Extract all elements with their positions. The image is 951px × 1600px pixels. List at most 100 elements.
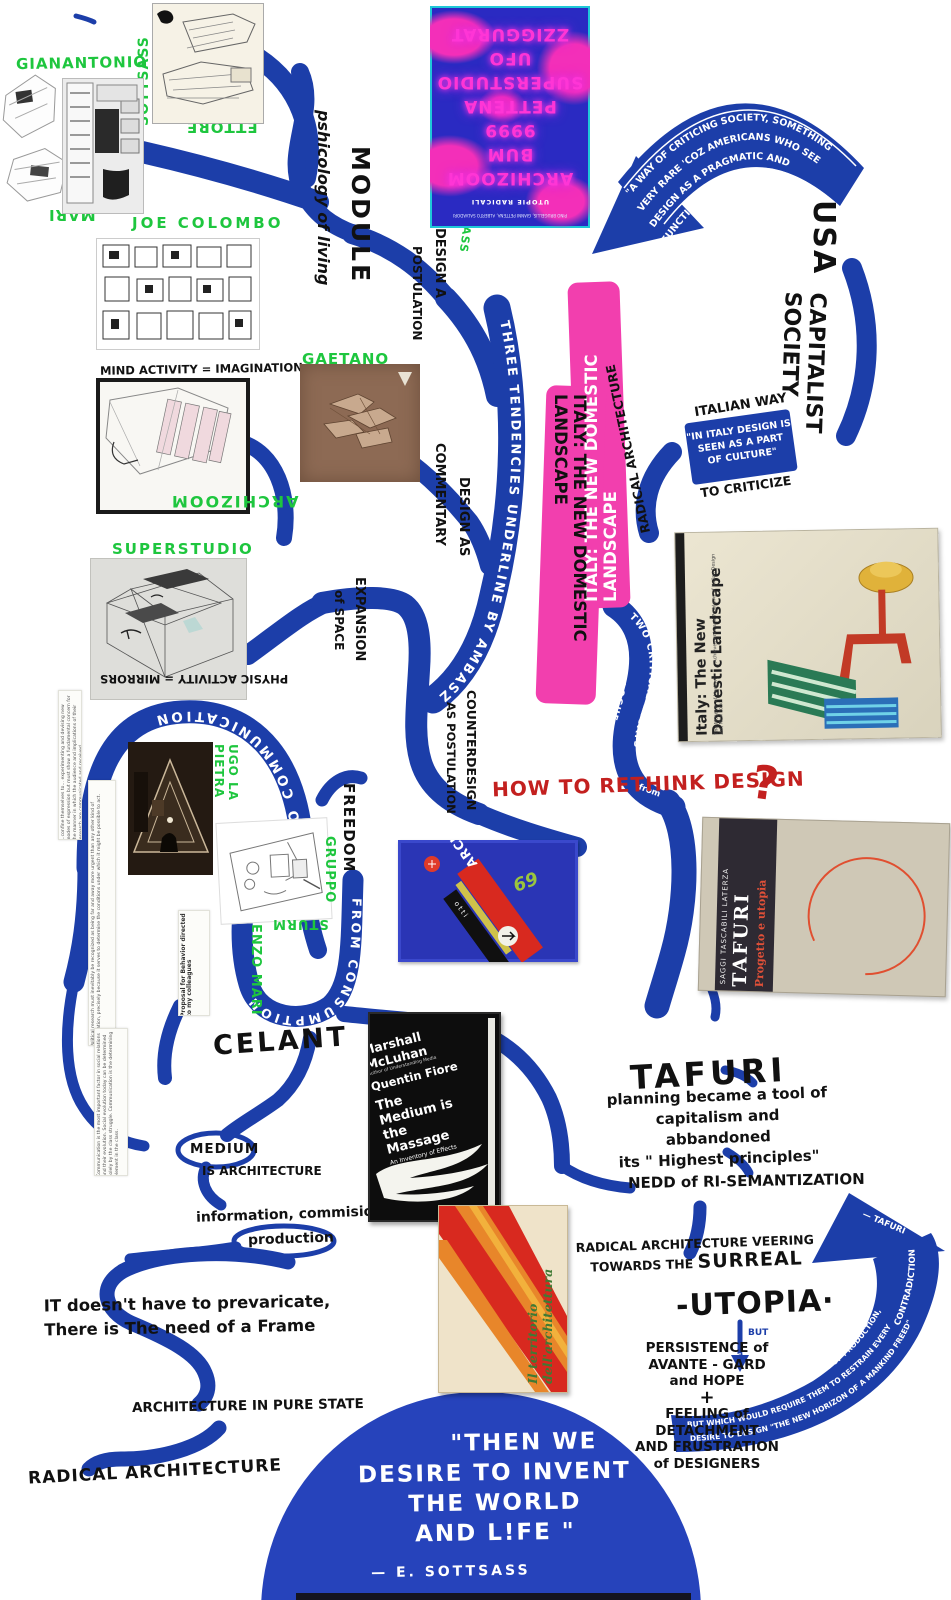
branch — [707, 985, 721, 1022]
utopia-label: -UTOPIA· — [675, 1283, 836, 1324]
ugo-la-pietra-photo — [128, 742, 213, 875]
branch — [197, 1161, 227, 1211]
sottsass-quote-line: AND L!FE " — [414, 1518, 577, 1548]
persistence-line: FEELING of — [665, 1406, 749, 1422]
clipping-text: Political research must inevitably be re… — [91, 794, 102, 1046]
label-joe-colombo: JOE COLOMBO — [132, 214, 284, 232]
surreal-label: SURREAL — [697, 1247, 804, 1273]
tafuri-book-author: TAFURI — [728, 891, 754, 988]
design-postulation-label-2: POSTULATION — [410, 246, 424, 341]
catalogue-furniture-collage — [767, 561, 914, 729]
mcluhan-book: Marshall McLuhan Author of Understanding… — [368, 1012, 501, 1222]
center-title-black: ITALY: THE NEW DOMESTIC LANDSCAPE — [551, 394, 589, 642]
label-archizoom: ARCHIZOOM — [170, 492, 299, 511]
persistence-line: + — [699, 1386, 715, 1408]
persistence-line: of DESIGNERS — [653, 1455, 761, 1472]
persistence-note: PERSISTENCE of AVANTE - GARD and HOPE + … — [618, 1340, 796, 1472]
branch — [220, 1031, 317, 1142]
usa-arrow: "A WAY OF CRITICING SOCIETY, SOMETHING V… — [592, 103, 864, 254]
persistence-line: and HOPE — [669, 1373, 745, 1389]
production-oval — [231, 1223, 337, 1259]
expansion-label-1: EXPANSION — [352, 577, 367, 662]
clipping-text: Communication is the most important fact… — [97, 1031, 120, 1176]
veering-line-2: TOWARDS THE — [590, 1256, 694, 1275]
label-gaetano: GAETANO — [302, 350, 390, 368]
svg-text:THREE TENDENCIES UNDERLINE BY: THREE TENDENCIES UNDERLINE BY AMBASZ — [434, 319, 522, 705]
sottsass-quote-attribution: — E. SOTTSASS — [370, 1562, 531, 1582]
mcluhan-brush-swirl — [376, 1144, 488, 1202]
clipping-text: …confine themselves to… experimenting an… — [61, 695, 82, 840]
utopie-title-line: PETTENA — [463, 96, 557, 116]
territorio-book: Il territorio dell'architettura — [438, 1205, 568, 1393]
utopie-title-line: SUPERSTUDIO — [436, 72, 584, 92]
utopie-title-line: 9999 — [484, 120, 536, 140]
label-ugo-la-pietra: UGO LA PIETRA — [212, 744, 240, 801]
branch — [722, 1147, 754, 1178]
design-commentary-label-1: DESIGN AS — [456, 477, 471, 557]
branch — [836, 258, 877, 446]
territorio-title: Il territorio dell'architettura — [525, 1268, 555, 1384]
clipping-text: Proposal for Behavior directed to my col… — [180, 913, 193, 1016]
counterdesign-label-2: AS POSTULATION — [444, 702, 458, 814]
persistence-line: AND FRUSTRATION — [635, 1439, 779, 1455]
sottsass-quote-line: DESIRE TO INVENT — [357, 1457, 632, 1489]
sottsass-circle — [261, 1392, 701, 1600]
tafuri-planning-note: planning became a tool of capitalism and… — [605, 1082, 832, 1174]
gruppo-sturm-drawing — [215, 817, 333, 925]
utopie-title-line: UFO — [488, 48, 532, 68]
is-architecture-label: IS ARCHITECTURE — [202, 1164, 322, 1178]
but-arrowhead — [731, 1355, 749, 1372]
branch — [99, 1263, 216, 1412]
clipping-manifesto: …confine themselves to… experimenting an… — [58, 690, 82, 840]
label-gruppo: GRUPPO — [322, 836, 337, 904]
gaetano-pesce-drawing — [300, 364, 420, 482]
branch — [435, 287, 508, 407]
branch — [391, 446, 498, 575]
utopie-byline: PINO BRUGELLIS, GIANNI PETTENA, ALBERTO … — [453, 213, 567, 218]
utopie-title-line: ZZIGGURAT — [450, 24, 570, 44]
clipping-proposal: Proposal for Behavior directed to my col… — [178, 910, 210, 1016]
branch-two-critical — [602, 594, 686, 819]
utopie-title-line: ARCHIZOOM — [446, 168, 574, 188]
branch — [556, 1160, 636, 1194]
branch-three-tendencies — [419, 294, 526, 714]
catalogue-museum: The Museum of Modern Art, New York — [713, 678, 725, 735]
prevaricate-note: IT doesn't have to prevaricate, There is… — [44, 1290, 331, 1343]
branch-tafuri-trunk — [644, 789, 697, 1019]
sketch-axonometric-2 — [3, 143, 73, 209]
branch — [73, 13, 97, 25]
branch — [720, 1065, 758, 1088]
design-commentary-label-2: COMMENTARY — [432, 443, 447, 546]
architettura-book: otti ARCHITETTURA 69 — [398, 840, 578, 962]
branch — [157, 999, 187, 1085]
clipping-communication: Communication is the most important fact… — [94, 1028, 128, 1176]
label-sturm: STURM — [272, 916, 329, 931]
branch — [315, 770, 368, 807]
bottom-strip — [296, 1593, 691, 1600]
tafuri-book: SAGGI TASCABILI LATERZA TAFURI Progetto … — [697, 816, 951, 998]
freedom-label: FREEDOM — [340, 783, 358, 873]
production-label: production — [247, 1229, 335, 1249]
physic-activity-note: PHYSIC ACTIVITY = MIRRORS — [100, 672, 289, 686]
label-enzo-mari: ENZO MARI — [248, 924, 263, 1016]
utopie-radicali-book: PINO BRUGELLIS, GIANNI PETTENA, ALBERTO … — [430, 6, 590, 228]
design-postulation-label-1: DESIGN A — [432, 228, 447, 299]
catalogue-book: Italy: The New Domestic Landscape Achiev… — [674, 527, 942, 743]
archizoom-drawing — [96, 378, 250, 514]
joe-colombo-wardrobe-photo — [62, 78, 144, 214]
medium-label: MEDIUM — [190, 1141, 260, 1157]
persistence-line: AVANTE - GARD — [648, 1356, 766, 1373]
clipping-political-research: Political research must inevitably be re… — [88, 780, 116, 1046]
module-sub-label: pshicology of living — [314, 110, 333, 286]
branch — [287, 63, 363, 243]
tafuri-book-arc — [807, 857, 926, 976]
branch — [63, 857, 99, 993]
branch — [635, 442, 682, 543]
persistence-line: PERSISTENCE of — [645, 1340, 769, 1356]
branch — [115, 1246, 296, 1279]
superstudio-drawing — [90, 558, 247, 700]
label-superstudio: SUPERSTUDIO — [112, 540, 254, 558]
counterdesign-label-1: COUNTERDESIGN — [464, 690, 479, 811]
